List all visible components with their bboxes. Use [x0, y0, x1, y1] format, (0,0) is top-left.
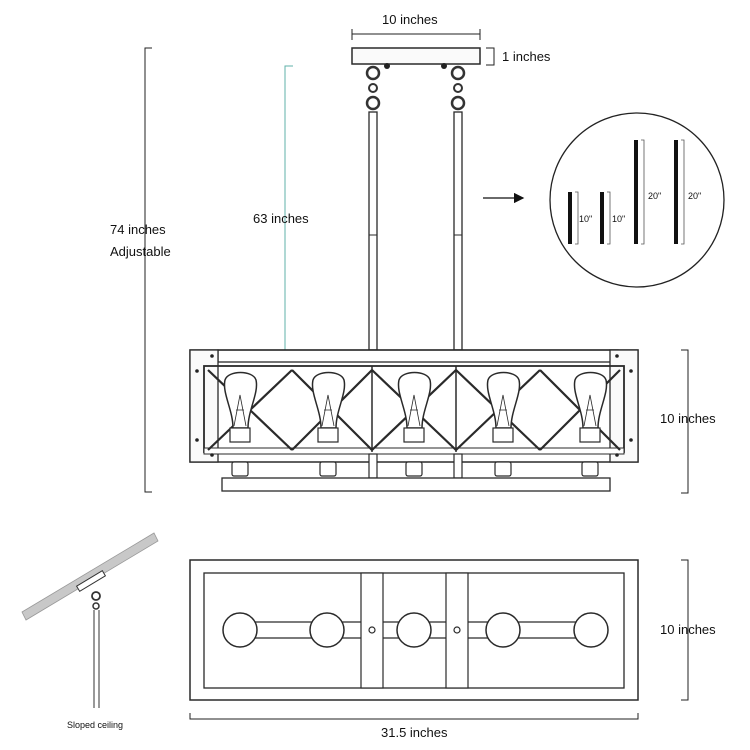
bulb-top-3 — [396, 612, 432, 648]
side-height-bracket — [681, 349, 689, 494]
callout-rod-4 — [674, 139, 685, 245]
bulb-1 — [223, 371, 258, 477]
callout-rod-label-2: 10" — [612, 214, 626, 224]
bottom-depth-label: 10 inches — [660, 622, 716, 637]
total-height-label: 74 inches — [110, 222, 166, 237]
fixture-bottom-bar — [221, 477, 611, 492]
bulb-2 — [311, 371, 346, 477]
canopy-height-bracket — [486, 47, 495, 66]
bottom-width-label: 31.5 inches — [381, 725, 448, 740]
bulb-top-1 — [222, 612, 258, 648]
canopy-width-dimension — [351, 29, 481, 40]
callout-rod-label-1: 10" — [579, 214, 593, 224]
rod-height-guide — [284, 65, 293, 351]
bulbs-side-view — [223, 371, 608, 477]
bulb-top-4 — [485, 612, 521, 648]
callout-rod-3 — [634, 139, 645, 245]
canopy-height-label: 1 inches — [502, 49, 551, 64]
chain-left — [365, 65, 381, 111]
fixture-frame — [189, 349, 639, 463]
total-height-bracket — [144, 47, 152, 493]
adjustable-label: Adjustable — [110, 244, 171, 259]
canopy — [351, 47, 481, 69]
sloped-ceiling-label: Sloped ceiling — [67, 720, 124, 730]
canopy-width-label: 10 inches — [382, 12, 438, 27]
rod-left — [368, 111, 378, 351]
callout-rod-1 — [568, 191, 579, 245]
bottom-depth-bracket — [681, 559, 689, 701]
bulb-5 — [573, 371, 608, 477]
bottom-view — [189, 559, 639, 701]
rods-callout-circle — [549, 112, 725, 288]
bulb-top-5 — [573, 612, 609, 648]
bottom-width-bracket — [189, 713, 639, 720]
side-height-label: 10 inches — [660, 411, 716, 426]
chain-right — [450, 65, 466, 111]
bulb-4 — [486, 371, 521, 477]
callout-rod-label-4: 20" — [688, 191, 702, 201]
bulb-top-2 — [309, 612, 345, 648]
callout-rod-label-3: 20" — [648, 191, 662, 201]
rod-height-label: 63 inches — [253, 211, 309, 226]
sloped-ceiling-illustration — [21, 532, 159, 708]
rod-right — [453, 111, 463, 351]
callout-rod-2 — [600, 191, 611, 245]
bulb-3 — [397, 371, 432, 477]
